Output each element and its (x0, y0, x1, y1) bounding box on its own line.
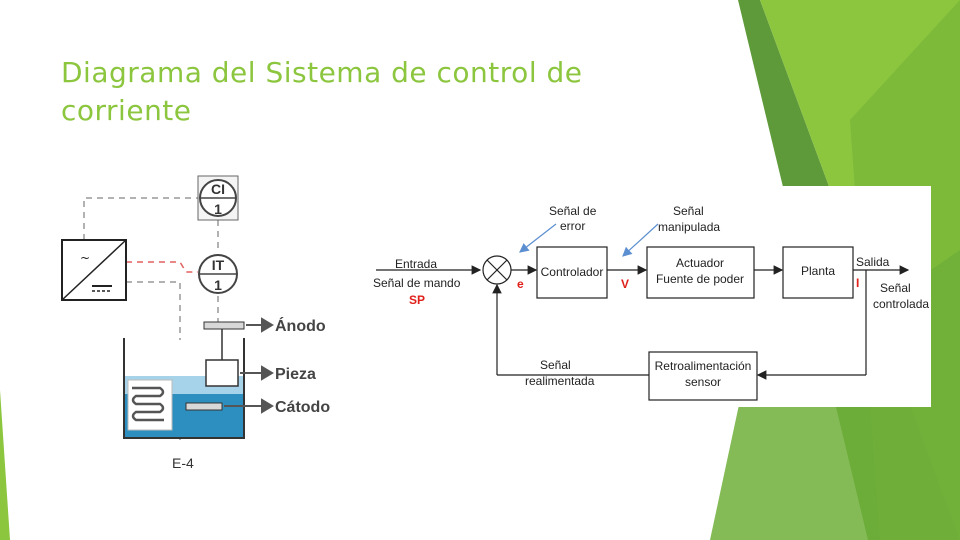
plant-label: Planta (801, 264, 835, 278)
controlled-signal-label-1: Señal (880, 281, 911, 295)
error-pointer-arrow (519, 223, 557, 253)
actuator-label-2: Fuente de poder (656, 272, 744, 286)
voltage-symbol: V (621, 277, 629, 291)
output-label: Salida (856, 255, 890, 269)
heater-coil-icon (131, 386, 165, 422)
slide-title: Diagrama del Sistema de control de corri… (61, 56, 583, 127)
anode-arrow-head (261, 317, 274, 333)
block-diagram: Entrada Señal de mando Señal de error Se… (373, 204, 929, 401)
feedback-block-label-1: Retroalimentación (655, 359, 752, 373)
deco-left-corner (0, 390, 10, 540)
anode-label: Ánodo (275, 316, 326, 335)
anode-bar (203, 321, 245, 330)
controller-block (536, 246, 608, 299)
block-diagram-panel: Entrada Señal de mando Señal de error Se… (368, 186, 931, 407)
ac-symbol-icon: ~ (80, 251, 90, 265)
feedback-sensor-block (648, 351, 758, 401)
tank-walls (123, 338, 245, 439)
manipulated-pointer-arrow (622, 223, 659, 257)
cathode-bar (185, 402, 223, 411)
actuator-label-1: Actuador (676, 256, 724, 270)
it-label-bottom: 1 (214, 277, 222, 293)
process-diagram: CI 1 IT 1 ~ Ánodo Pieza Cátodo E-4 (61, 175, 330, 471)
rectifier-diagonal (61, 239, 127, 301)
error-signal-label-1: Señal de (549, 204, 597, 218)
feedback-signal-label-2: realimentada (525, 374, 595, 388)
red-dashed-line (126, 261, 198, 273)
setpoint-label: SP (409, 293, 425, 307)
command-signal-label: Señal de mando (373, 276, 461, 290)
manipulated-signal-label-2: manipulada (658, 220, 720, 234)
controller-label: Controlador (541, 265, 604, 279)
feedback-block-label-2: sensor (685, 375, 721, 389)
summing-cross-2 (486, 259, 508, 281)
ci-label-top: CI (211, 181, 225, 197)
piece-arrow-head (261, 365, 274, 381)
piece-box (205, 359, 239, 387)
feedback-signal-label-1: Señal (540, 358, 571, 372)
actuator-block (646, 246, 755, 299)
it-label-top: IT (212, 257, 225, 273)
cathode-label: Cátodo (275, 399, 330, 416)
controlled-signal-label-2: controlada (873, 297, 929, 311)
input-label: Entrada (395, 257, 437, 271)
tank-tag: E-4 (172, 455, 194, 471)
error-signal-label-2: error (560, 219, 585, 233)
manipulated-signal-label-1: Señal (673, 204, 704, 218)
current-symbol: I (856, 276, 859, 290)
plant-block (782, 246, 854, 299)
error-symbol: e (517, 277, 524, 291)
cathode-arrow-head (261, 398, 274, 414)
ci-label-bottom: 1 (214, 201, 222, 217)
piece-label: Pieza (275, 366, 316, 383)
dashed-signal-line-ci (83, 197, 198, 240)
